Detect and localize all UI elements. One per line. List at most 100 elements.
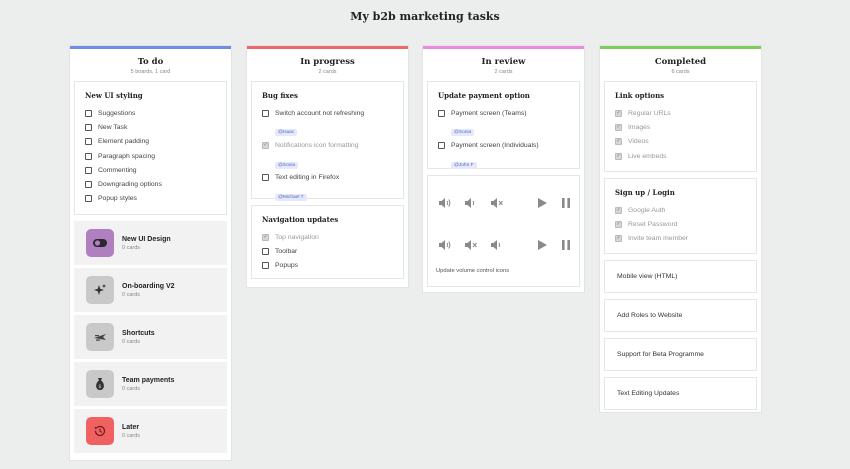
checklist-item: Payment screen (Individuals) (438, 138, 569, 152)
mention-tag[interactable]: @Sonia (275, 161, 299, 169)
checklist-item: Popups (262, 259, 393, 273)
checklist-item-label: Videos (628, 138, 649, 146)
card-link-options[interactable]: Link options ✓Regular URLs ✓Images ✓Vide… (604, 81, 757, 172)
checklist-item: Switch account not refreshing (262, 106, 393, 120)
check-icon: ✓ (263, 233, 268, 240)
checkbox[interactable] (438, 109, 445, 117)
checklist-item-label: Live embeds (628, 152, 667, 160)
checkbox[interactable]: ✓ (615, 138, 622, 146)
checkbox[interactable]: ✓ (615, 152, 622, 160)
checkbox[interactable]: ✓ (615, 206, 622, 214)
checklist-item: Payment screen (Teams) (438, 106, 569, 120)
column-title: To do (137, 57, 164, 67)
checklist-item-label: Regular URLs (628, 109, 671, 117)
card-mobile-view[interactable]: Mobile view (HTML) (604, 260, 757, 293)
checkbox[interactable] (262, 262, 269, 270)
column-in-review: In review 2 cards Update payment option … (423, 46, 584, 292)
checkbox[interactable]: ✓ (615, 123, 622, 131)
checkbox[interactable] (85, 152, 92, 160)
checklist-item-label: Suggestions (98, 109, 136, 117)
card-caption: Update volume control icons (436, 268, 510, 274)
checkbox[interactable]: ✓ (262, 141, 269, 149)
checklist-item: ✓Google Auth (615, 203, 746, 217)
card-navigation-updates[interactable]: Navigation updates ✓ Top navigation Toolb… (251, 205, 404, 279)
mention-tag[interactable]: @Michael T (275, 193, 307, 201)
checkbox[interactable]: ✓ (262, 233, 269, 241)
checklist-item: Commenting (85, 163, 216, 177)
check-icon: ✓ (616, 138, 621, 145)
svg-text:$: $ (98, 384, 101, 390)
volume-high-icon (439, 198, 451, 208)
checklist-item: Toolbar (262, 244, 393, 258)
card-update-payment-option[interactable]: Update payment option Payment screen (Te… (427, 81, 580, 169)
column-header[interactable]: In review 2 cards (423, 49, 584, 81)
checkbox[interactable] (85, 123, 92, 131)
mention-tag[interactable]: @Isaac (275, 129, 298, 137)
column-title: Completed (654, 57, 707, 67)
volume-low-icon (465, 198, 475, 208)
checklist-item: ✓Invite team member (615, 232, 746, 246)
checklist-item-label: Toolbar (275, 247, 298, 255)
media-icon-row (436, 224, 571, 266)
checklist-item: Paragraph spacing (85, 149, 216, 163)
volume-mute-icon (491, 198, 503, 208)
check-icon: ✓ (263, 141, 268, 148)
pause-icon[interactable] (560, 239, 572, 251)
card-title: Navigation updates (262, 215, 339, 224)
checklist-item: Suggestions (85, 106, 216, 120)
column-color-bar (423, 46, 584, 49)
checkbox[interactable] (262, 247, 269, 255)
card-bug-fixes[interactable]: Bug fixes Switch account not refreshing … (251, 81, 404, 201)
board-count: 0 cards (122, 244, 141, 251)
toggle-icon (86, 229, 114, 257)
checklist-item-label: Top navigation (275, 233, 319, 241)
column-title: In review (481, 57, 526, 67)
checklist-item-label: Payment screen (Individuals) (451, 141, 539, 149)
column-in-progress: In progress 2 cards Bug fixes Switch acc… (247, 46, 408, 287)
checkbox[interactable] (85, 181, 92, 189)
board-count: 0 cards (122, 432, 141, 439)
card-beta-programme[interactable]: Support for Beta Programme (604, 338, 757, 371)
checkbox[interactable] (262, 109, 269, 117)
card-title: Sign up / Login (615, 188, 675, 197)
mention-tag[interactable]: @John F (451, 161, 477, 169)
board-count: 0 cards (122, 385, 141, 392)
volume-low-icon (491, 240, 501, 250)
mention-tag[interactable]: @Sonia (451, 129, 475, 137)
column-subtitle: 5 boards, 1 card (130, 69, 171, 75)
checklist-item-label: Popup styles (98, 195, 137, 203)
board-name: New UI Design (122, 235, 171, 243)
checkbox[interactable] (262, 174, 269, 182)
checkbox[interactable] (438, 141, 445, 149)
column-header[interactable]: Completed 6 cards (600, 49, 761, 81)
checkbox[interactable] (85, 109, 92, 117)
pause-icon[interactable] (560, 197, 572, 209)
checkbox[interactable]: ✓ (615, 109, 622, 117)
card-volume-controls[interactable]: Update volume control icons (427, 175, 580, 287)
card-new-ui-styling[interactable]: New UI styling Suggestions New Task Elem… (74, 81, 227, 215)
checkbox[interactable]: ✓ (615, 220, 622, 228)
column-header[interactable]: In progress 2 cards (247, 49, 408, 81)
checkbox[interactable]: ✓ (615, 235, 622, 243)
checklist-item-label: Popups (275, 262, 299, 270)
page-title: My b2b marketing tasks (350, 10, 500, 23)
play-icon[interactable] (536, 239, 548, 251)
column-color-bar (70, 46, 231, 49)
check-icon: ✓ (616, 220, 621, 227)
checkbox[interactable] (85, 195, 92, 203)
checkbox[interactable] (85, 138, 92, 146)
card-sign-up-login[interactable]: Sign up / Login ✓Google Auth ✓Reset Pass… (604, 178, 757, 254)
column-header[interactable]: To do 5 boards, 1 card (70, 49, 231, 81)
card-title: Update payment option (438, 91, 530, 100)
checkbox[interactable] (85, 166, 92, 174)
card-add-roles[interactable]: Add Roles to Website (604, 299, 757, 332)
checklist-item-label: Images (628, 123, 651, 131)
checklist-item: ✓Notifications icon formatting (262, 138, 393, 152)
card-text-editing-updates[interactable]: Text Editing Updates (604, 377, 757, 410)
play-icon[interactable] (536, 197, 548, 209)
